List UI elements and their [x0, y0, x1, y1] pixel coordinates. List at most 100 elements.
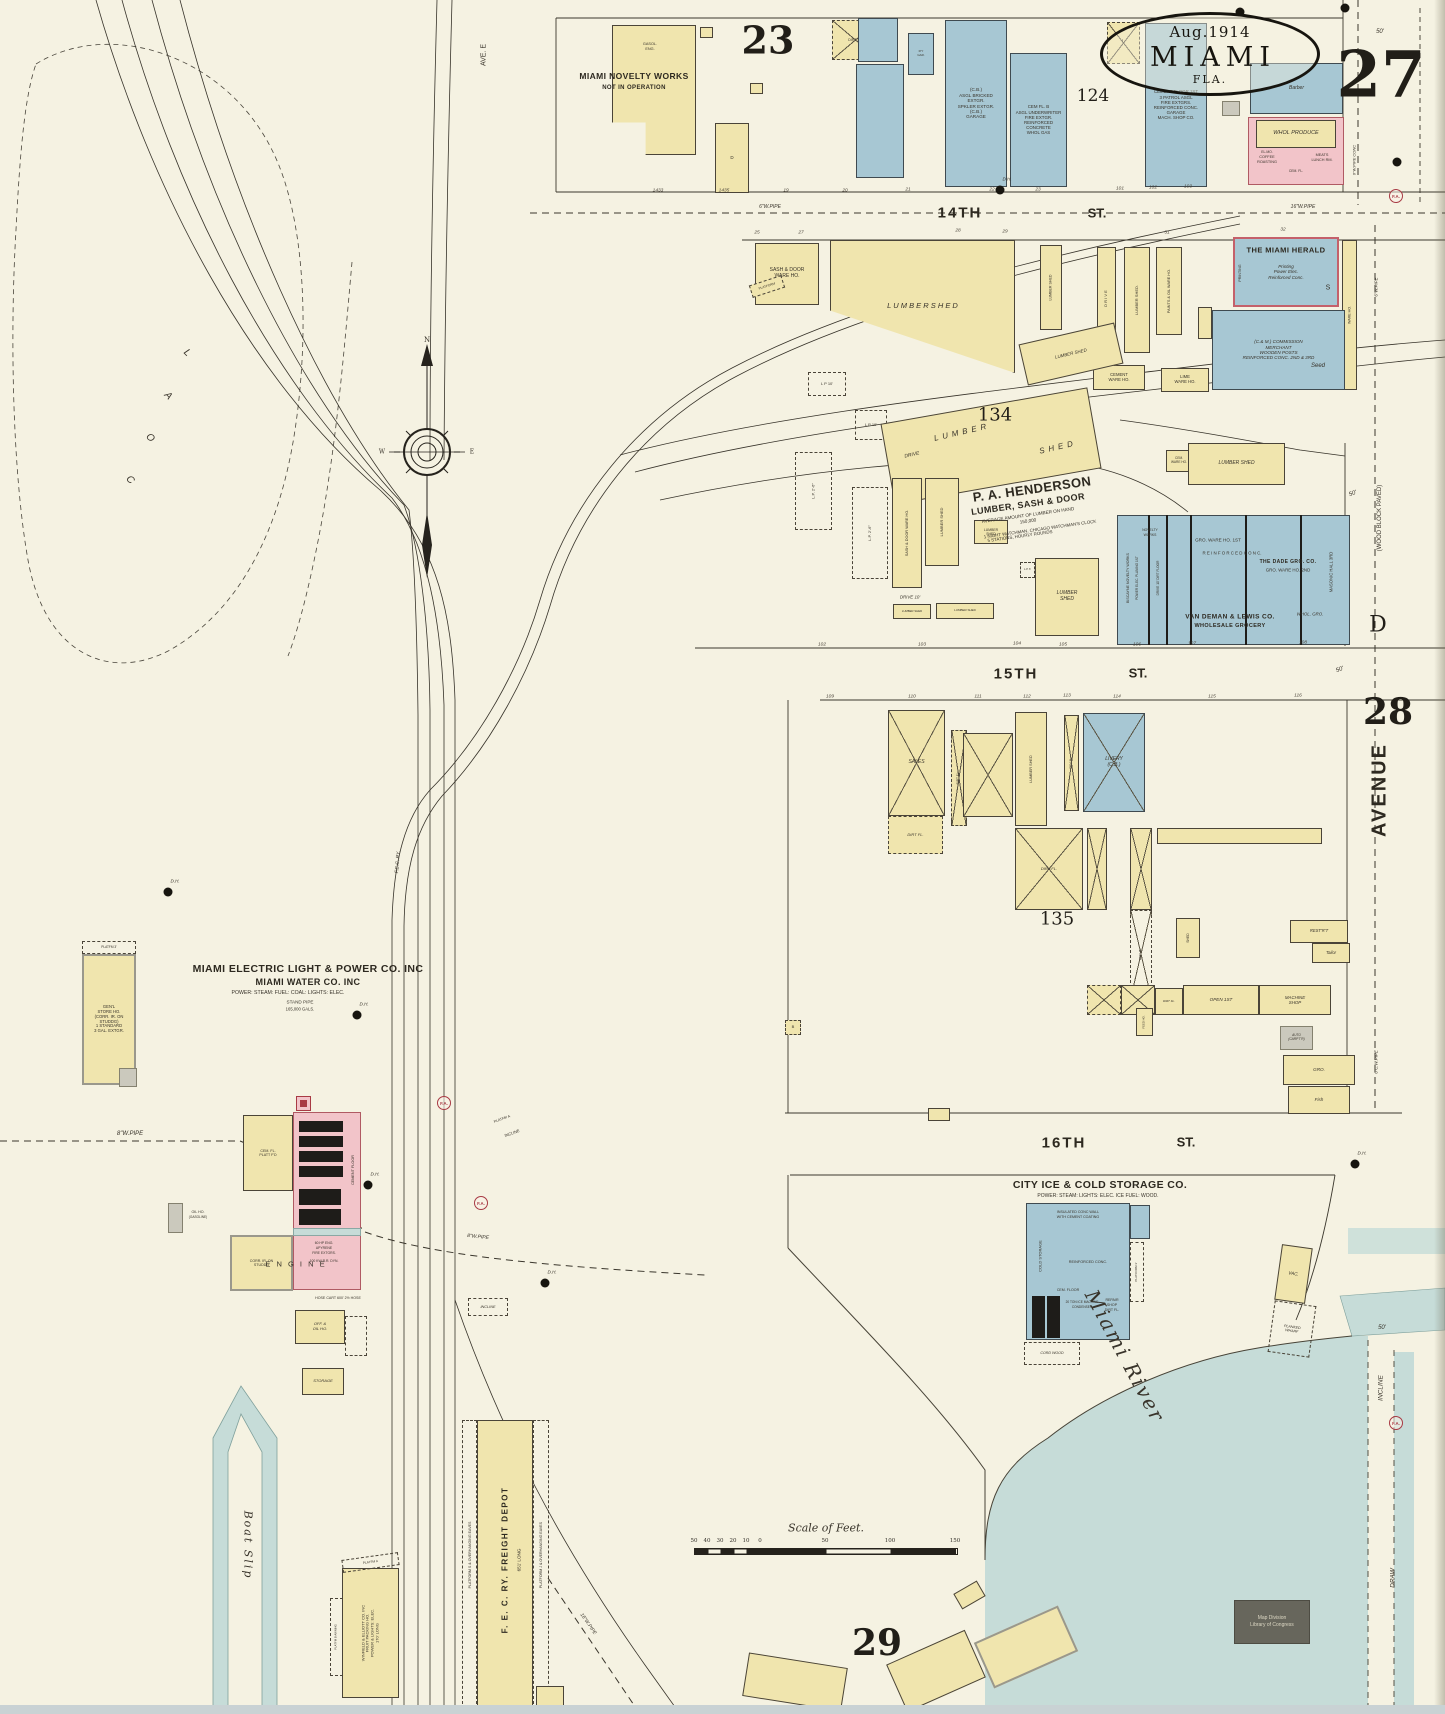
ice-tank [1032, 1296, 1045, 1338]
building-label-line: GARAGE [1166, 110, 1186, 116]
lumber-shed-strip: LUMBER SHED [1040, 245, 1062, 330]
building-label-line: Power Elec. [1273, 269, 1299, 275]
building-label: DIRT FL. [1156, 989, 1182, 1014]
building-label-line: 3 GAL. EXTGR. [94, 1028, 124, 1034]
building-label-line: CEM FL. [1068, 757, 1073, 769]
scale-tick: 50 [821, 1538, 829, 1544]
lp-area: L.P. 6' [1020, 562, 1035, 578]
building-label: LUMBER SHED [1189, 444, 1284, 484]
store-small [1198, 307, 1212, 339]
building-label-line: OIL HO. [312, 1326, 328, 1331]
building-label-line: (C.& M.) COMMISSION [1254, 339, 1303, 345]
building-label-line: L.P. 6' [1024, 568, 1031, 572]
building-label-line: R'Y [918, 49, 924, 54]
scale-tick: 30 [716, 1538, 724, 1544]
lumber-shed-ne: LUMBER SHED [1188, 443, 1285, 485]
building-label: STORAGE [303, 1369, 343, 1394]
dynamo [299, 1209, 341, 1225]
building-label: REST'R'T [1291, 921, 1347, 942]
building-label-line: L U M B E R S H E D [887, 301, 958, 311]
dirt-cell: DIRT FL. [1155, 988, 1183, 1015]
building-label-line: Tailor [1325, 949, 1337, 955]
building-label-line: DIRT FL. [1162, 998, 1176, 1003]
building-label-line: STORE HO. [97, 1008, 121, 1014]
building-label-line: L.P. 2'-6" [810, 483, 816, 499]
building-label-line: LIME [1180, 374, 1190, 380]
building-label-line: LUMBER SHED [1218, 460, 1255, 467]
building-label-line: WARE HO. [1171, 460, 1187, 464]
map-state: FLA. [1192, 72, 1228, 86]
building-label-line: 1 STANDARD [95, 1023, 123, 1029]
building-label-line: WOODEN POSTS [1259, 350, 1298, 355]
building-label-line: B [791, 1024, 795, 1030]
page-edge-right [1434, 0, 1445, 1714]
map-city: MIAMI [1149, 41, 1277, 73]
scale-segment [708, 1549, 721, 1554]
building-label-line: DIRT FL. [1040, 865, 1058, 871]
dock-shed [953, 1580, 986, 1610]
building-label-line: CEMENT [1110, 371, 1128, 377]
building-label-line: STUDDG) [99, 1018, 119, 1024]
building-label: AUTO(CARP'T'R) [1281, 1027, 1312, 1049]
scale-tick: 100 [884, 1538, 896, 1544]
building-label-line: (CORR. IR. ON [94, 1013, 124, 1019]
scale-tick: 10 [742, 1538, 750, 1544]
cem-floor-strip: CEM FL. [1064, 715, 1079, 811]
building-label-line: FEED HO. [1141, 1015, 1146, 1029]
building-label-line: Reinforced Conc. [1268, 274, 1304, 280]
building-label-line: 3 PATROL ASGL [1159, 94, 1193, 100]
shed-small [536, 1686, 564, 1706]
building-label-line: OFF. & [313, 1321, 327, 1327]
building-label-line: DIRT FL. [956, 771, 961, 785]
wall [1300, 515, 1302, 645]
dock-building [742, 1652, 848, 1712]
building-label: DIRT FL. [1016, 829, 1082, 909]
building-label: DIRT FL. [833, 21, 878, 59]
scale-tick: 20 [729, 1538, 737, 1544]
building-label: Barber [1251, 64, 1342, 113]
building-label: DIRT FL. [889, 817, 942, 853]
building-label-line: SPKLER EXTGR. [957, 103, 995, 109]
building-label-line: SHED [1060, 596, 1074, 602]
building-label: CEM. FL.PLATT F'D [244, 1116, 292, 1190]
building-label-line: SHED [986, 532, 996, 536]
dock-building [886, 1629, 986, 1713]
building-label-line: PAINTS & OIL WARE HO. [1166, 268, 1171, 314]
building-label-line: DIRT FL. [848, 37, 863, 42]
building-label-line: MACH. SHOP CO. [1157, 115, 1195, 121]
building-label: SHED [1169, 927, 1207, 949]
building-label: B [786, 1021, 800, 1034]
scale-segment [734, 1549, 747, 1554]
building-label-line: Fish [1314, 1097, 1324, 1103]
building-label-line: LUMBER [983, 527, 999, 532]
building-label: INCLINE [469, 1299, 507, 1315]
lumber-shed-strip: LUMBER SHED. [1124, 247, 1150, 353]
vacant-building: VAC. [1274, 1244, 1313, 1304]
library-stamp: Map Division Library of Congress [1234, 1600, 1310, 1644]
blue-building [858, 18, 898, 62]
building-label-line: Printing [1278, 263, 1294, 269]
building-label-line: EXTGR. [967, 98, 985, 104]
building-label-line: MACHINE [1284, 994, 1306, 1000]
building-label-line: LUMBER SHED [1054, 347, 1088, 360]
office-annex [345, 1316, 367, 1356]
building-label-line: ASGL BRICKED [959, 92, 993, 98]
building-label-line: SHOP [1288, 1000, 1302, 1005]
whol-produce-inner [1256, 120, 1336, 148]
platform-strip: PLATFM B AWNING [330, 1598, 343, 1676]
